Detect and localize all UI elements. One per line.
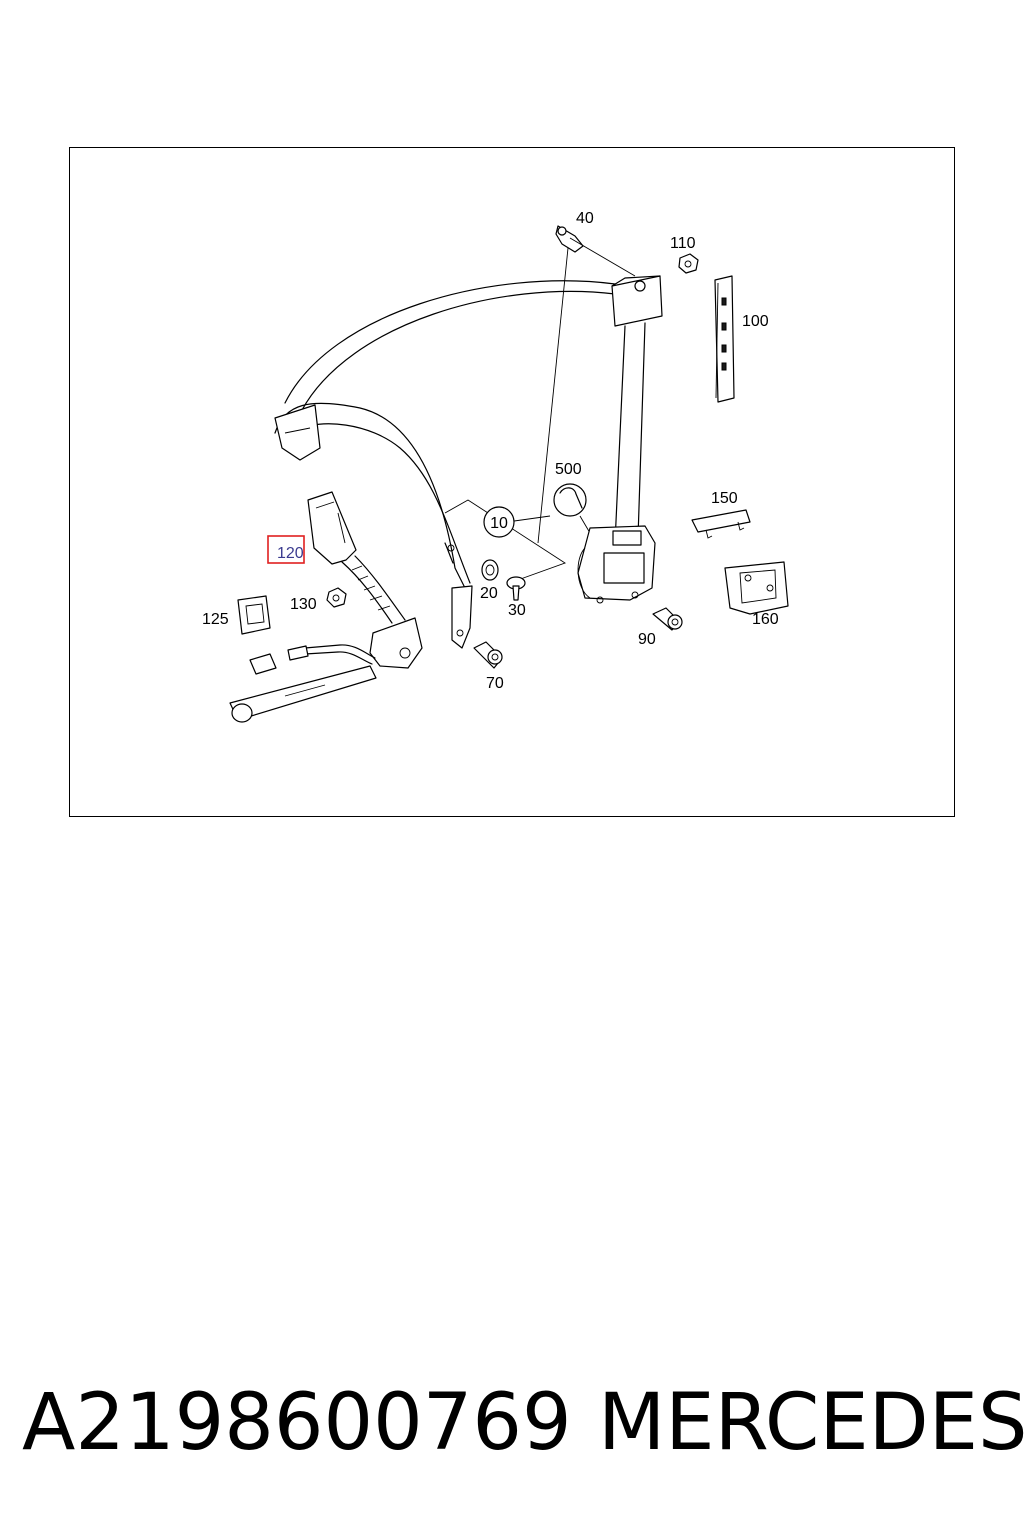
part-number: A2198600769: [22, 1378, 572, 1468]
callout-40: 40: [576, 210, 594, 227]
nut-130: [326, 587, 347, 608]
callout-150: 150: [711, 490, 738, 507]
wiring-harness: [249, 644, 376, 675]
lap-belt-end-fitting: [444, 542, 473, 649]
callout-10-circle: [483, 506, 515, 538]
callout-30: 30: [508, 602, 526, 619]
rivet-30: [506, 576, 526, 601]
bolt-90: [652, 607, 683, 631]
nut-110: [678, 253, 699, 274]
cover-160: [724, 561, 789, 615]
belt-retractor: [577, 525, 656, 604]
washer-20: [481, 559, 499, 581]
product-footer: A2198600769 MERCEDES: [0, 1368, 1024, 1478]
belt-webbing: [274, 280, 616, 589]
callout-20: 20: [480, 585, 498, 602]
bolt-70: [473, 641, 503, 669]
callout-10: 10: [490, 515, 508, 532]
brand-name: MERCEDES: [598, 1378, 1024, 1468]
anchor-bolt-40: [537, 225, 636, 544]
pillar-guide-rail: [611, 275, 663, 544]
parts-diagram-frame: 10 20 30 40 70 90 100 110 120 125 130 15…: [69, 147, 955, 817]
seat-belt-exploded-diagram: 10 20 30 40 70 90 100 110 120 125 130 15…: [202, 210, 789, 723]
callout-130: 130: [290, 596, 317, 613]
seat-rail-anchor: [229, 617, 423, 723]
buckle-120: [307, 491, 406, 624]
callout-70: 70: [486, 675, 504, 692]
callout-160: 160: [752, 611, 779, 628]
callout-500: 500: [555, 461, 582, 478]
sensor-125: [237, 595, 271, 635]
callout-125: 125: [202, 611, 229, 628]
adjuster-strip-100: [714, 275, 735, 403]
callout-90: 90: [638, 631, 656, 648]
callout-110: 110: [670, 235, 696, 252]
callout-120-highlight-box: [267, 535, 305, 564]
clip-150: [691, 509, 751, 539]
callout-120: 120: [277, 545, 304, 562]
tool-symbol-500: [553, 483, 591, 534]
callout-100: 100: [742, 313, 769, 330]
